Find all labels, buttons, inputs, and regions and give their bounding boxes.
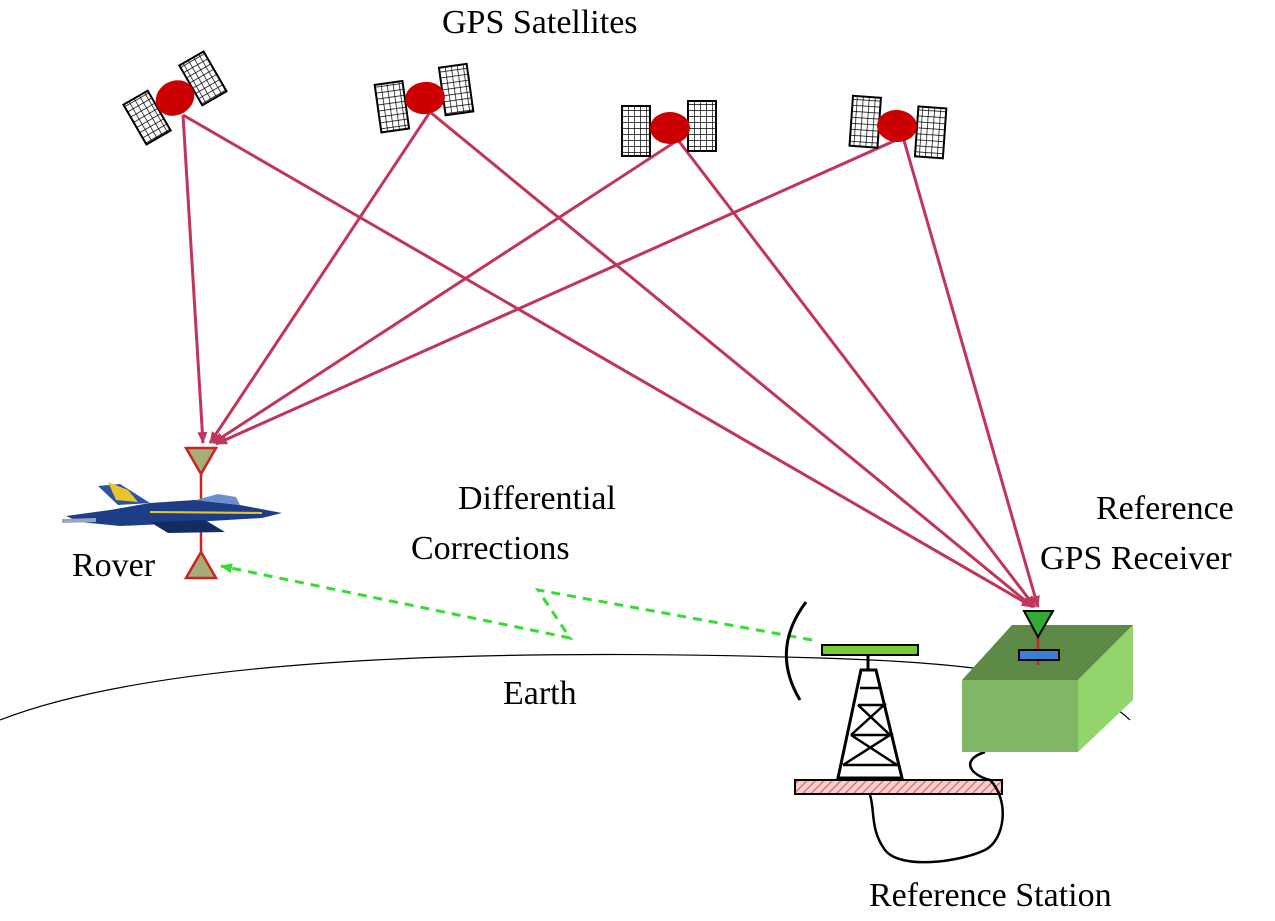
reference-receiver-box: [962, 610, 1133, 752]
jet-icon: [62, 482, 282, 533]
station-label: Reference Station: [869, 877, 1112, 914]
differential-label-line2: Corrections: [411, 530, 570, 567]
signal-sat3-receiver: [676, 139, 1037, 608]
differential-correction-link: [220, 563, 813, 642]
broadcast-arc-icon: [784, 601, 808, 701]
earth-label: Earth: [503, 675, 577, 712]
satellite-signals: [181, 110, 1040, 609]
differential-label-line1: Differential: [458, 480, 616, 517]
rover-label: Rover: [72, 547, 156, 584]
signal-sat4-receiver: [901, 136, 1040, 608]
rover-bottom-antenna-icon: [183, 549, 219, 580]
signal-sat1-receiver: [182, 113, 1034, 609]
receiver-antenna-icon: [1022, 610, 1055, 640]
signal-sat1-rover: [181, 114, 208, 444]
station-cable: [868, 750, 1004, 864]
rover-top-antenna-icon: [183, 446, 219, 477]
signal-sat4-rover: [215, 135, 904, 446]
satellite-4-icon: [848, 94, 948, 160]
signal-sat3-rover: [212, 138, 679, 445]
tower-antenna-platform: [821, 644, 919, 656]
rover-aircraft: [62, 446, 282, 580]
reference-label-line2: GPS Receiver: [1040, 540, 1232, 577]
reference-label-line1: Reference: [1096, 490, 1234, 527]
radio-tower: [784, 601, 1003, 795]
satellites-label: GPS Satellites: [442, 4, 638, 41]
signal-sat2-rover: [208, 111, 432, 444]
satellite-1-icon: [122, 50, 228, 146]
station-base-hatch: [794, 779, 1003, 795]
receiver-connector: [1018, 649, 1060, 661]
signal-sat2-receiver: [429, 110, 1034, 609]
satellite-3-icon: [621, 100, 717, 157]
satellite-2-icon: [373, 62, 475, 134]
